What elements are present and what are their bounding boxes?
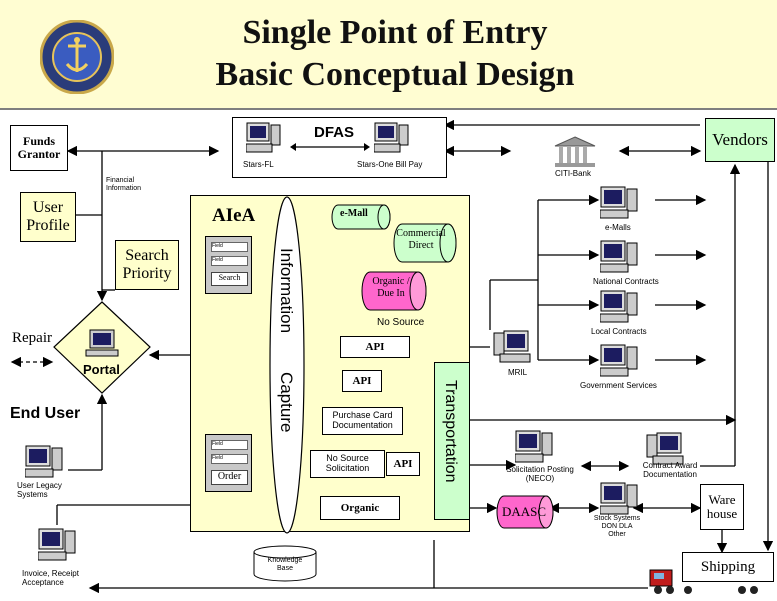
computer-icon [374,122,409,153]
search-priority-box: Search Priority [115,240,179,290]
truck-icon [649,569,758,594]
computer-icon [646,432,684,465]
computer-icon [600,482,638,515]
local-contracts-label: Local Contracts [591,327,647,336]
stars-one-label: Stars-One Bill Pay [357,160,423,169]
organic-box: Organic [320,496,400,520]
stars-fl-label: Stars-FL [243,160,274,169]
no-source-solicitation-box: No Source Solicitation [310,450,385,478]
title-line-1: Single Point of Entry [242,14,548,51]
dfas-link-arrow [290,143,370,151]
emall-label: e-Mall [340,208,368,219]
daasc-cylinder [496,495,554,529]
commercial-direct-cylinder [393,223,457,263]
information-capture-ellipse [269,196,305,534]
purchase-card-box: Purchase Card Documentation [322,407,403,435]
information-label: Information [277,248,296,334]
form-field: Field [211,242,248,252]
shipping-box: Shipping [682,552,774,582]
commander-seal-icon [40,20,114,94]
computer-icon [600,290,638,323]
organic-due-in-label: Organic / Due In [372,276,410,299]
transportation-label: Transportation [442,380,459,483]
bank-icon [554,136,596,167]
computer-icon [246,122,281,153]
invoice-label: Invoice, Receipt Acceptance [22,569,79,587]
repair-label: Repair [12,330,52,346]
funds-grantor-box: Funds Grantor [10,125,68,171]
user-profile-box: User Profile [20,192,76,242]
warehouse-box: Ware house [700,484,744,530]
computer-icon [600,240,638,273]
financial-info-label: Financial Information [106,177,142,193]
government-services-label: Government Services [580,381,657,390]
organic-due-in-cylinder [361,271,427,311]
solicitation-posting-label: Solicitation Posting (NECO) [506,465,574,483]
national-contracts-label: National Contracts [593,277,659,286]
form-field: Field [211,454,248,464]
api-box: API [342,370,382,392]
computer-icon [600,344,638,377]
order-label: Order [211,470,248,485]
capture-label: Capture [277,372,296,433]
emall-cylinder [331,204,391,230]
portal-label: Portal [83,362,120,377]
order-form[interactable]: Field Field Order [205,434,252,492]
dfas-label: DFAS [314,124,355,141]
end-user-label: End User [10,405,81,422]
api-box: API [386,452,420,476]
form-field: Field [211,256,248,266]
computer-icon [493,330,531,363]
vendors-box: Vendors [705,118,775,162]
computer-icon [25,445,63,478]
computer-icon [515,430,553,463]
aiea-label: AIeA [212,205,256,226]
computer-icon [38,528,76,561]
mril-label: MRIL [508,368,528,377]
commercial-direct-label: Commercial Direct [396,228,446,251]
search-label: Search [211,272,248,286]
no-source-label: No Source [377,317,425,328]
contract-award-label: Contract Award Documentation [642,461,698,479]
daasc-label: DAASC [502,504,547,519]
stock-systems-label: Stock Systems DON DLA Other [593,515,641,539]
knowledge-base-cylinder [253,545,317,582]
emalls-label: e-Malls [605,223,631,232]
title-line-2: Basic Conceptual Design [215,56,575,93]
knowledge-base-label: Knowledge Base [267,557,303,572]
citi-bank-label: CITI-Bank [555,169,592,178]
title-band: Single Point of Entry Basic Conceptual D… [0,0,777,110]
portal-diamond[interactable] [52,300,152,395]
form-field: Field [211,440,248,450]
search-form[interactable]: Field Field Search [205,236,252,294]
transportation-box [434,362,470,520]
api-box: API [340,336,410,358]
computer-icon [600,186,638,219]
user-legacy-label: User Legacy Systems [17,481,62,499]
